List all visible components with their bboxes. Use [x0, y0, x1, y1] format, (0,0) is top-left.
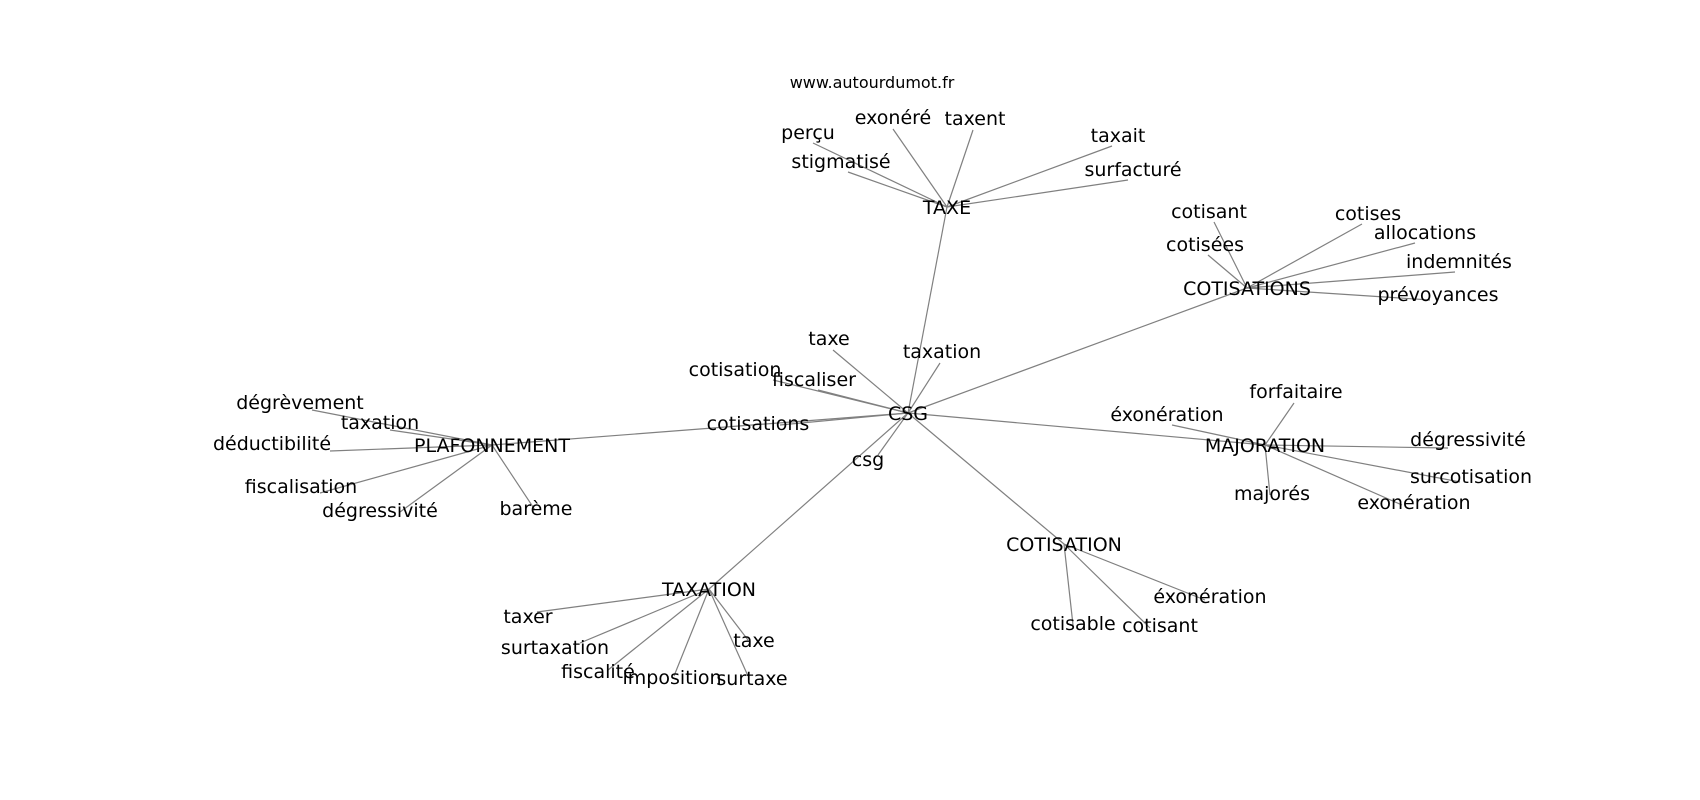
edge-majoration-majores	[1264, 444, 1271, 496]
edge-center-majoration	[907, 412, 1266, 446]
edge-taxe-percu	[812, 142, 948, 208]
edge-taxation-surtaxe	[708, 588, 749, 677]
edge-taxe-taxait	[946, 145, 1113, 208]
edge-center-plafonnement	[491, 412, 909, 446]
word-exoneration[interactable]: éxonération	[1110, 404, 1223, 426]
edge-cotisations-cotises	[1246, 223, 1363, 289]
edge-center-taxe	[832, 349, 909, 414]
edge-taxe-surfacture	[946, 179, 1129, 208]
word-surcotisation[interactable]: surcotisation	[1410, 466, 1532, 488]
edge-cotisations-prevoyances	[1246, 287, 1431, 301]
word-cotisant[interactable]: cotisant	[1171, 201, 1247, 223]
word-taxation[interactable]: taxation	[903, 341, 981, 363]
word-exonere[interactable]: exonéré	[855, 107, 931, 129]
word-cotisant[interactable]: cotisant	[1122, 615, 1198, 637]
word-allocations[interactable]: allocations	[1374, 222, 1476, 244]
word-stigmatise[interactable]: stigmatisé	[791, 151, 890, 173]
edge-majoration-forfaitaire	[1264, 402, 1295, 446]
edge-majoration-degressivite	[1264, 444, 1449, 449]
word-exoneration[interactable]: éxonération	[1153, 586, 1266, 608]
hub-taxation[interactable]: TAXATION	[661, 579, 756, 601]
edge-cotisations-allocations	[1246, 242, 1416, 289]
graph-labels: www.autourdumot.fr taxe taxation cotisatio…	[213, 73, 1532, 690]
word-bareme[interactable]: barème	[500, 498, 573, 520]
edge-taxation-surtaxation	[579, 588, 710, 644]
edge-center-taxation	[907, 362, 941, 414]
word-degrevement[interactable]: dégrèvement	[236, 392, 364, 414]
edge-center-csg	[877, 412, 909, 456]
word-degressivite[interactable]: dégressivité	[1410, 429, 1526, 451]
word-taxe[interactable]: taxe	[808, 328, 849, 350]
word-surtaxation[interactable]: surtaxation	[501, 637, 609, 659]
word-percu[interactable]: perçu	[781, 122, 835, 144]
edge-taxe-exonere	[892, 128, 948, 208]
edge-taxation-imposition	[673, 588, 710, 677]
word-surtaxe[interactable]: surtaxe	[716, 668, 787, 690]
word-taxent[interactable]: taxent	[945, 108, 1006, 130]
edge-majoration-surcotisation	[1264, 444, 1461, 483]
center-word[interactable]: CSG	[888, 403, 928, 425]
edge-center-taxation	[708, 412, 909, 590]
edge-cotisations-indemnites	[1246, 271, 1456, 289]
word-fiscalisation[interactable]: fiscalisation	[245, 476, 357, 498]
word-cotisation[interactable]: cotisation	[689, 359, 782, 381]
word-degressivite[interactable]: dégressivité	[322, 500, 438, 522]
edge-taxe-stigmatise	[847, 171, 948, 208]
edge-cotisations-cotisant	[1213, 221, 1248, 289]
word-taxe[interactable]: taxe	[733, 630, 774, 652]
word-exoneration[interactable]: exonération	[1357, 492, 1470, 514]
word-indemnites[interactable]: indemnités	[1406, 251, 1512, 273]
edge-plafonnement-bareme	[491, 444, 536, 511]
graph-edges	[311, 128, 1461, 677]
word-cotisations[interactable]: cotisations	[707, 413, 810, 435]
hub-plafonnement[interactable]: PLAFONNEMENT	[414, 435, 570, 457]
word-cotisees[interactable]: cotisées	[1166, 234, 1244, 256]
word-taxation[interactable]: taxation	[341, 412, 419, 434]
edge-center-fiscaliser	[817, 389, 909, 414]
hub-majoration[interactable]: MAJORATION	[1205, 435, 1325, 457]
edge-taxation-taxe	[708, 588, 749, 641]
edge-cotisation-exoneration	[1063, 543, 1206, 601]
edge-taxation-fiscalite	[607, 588, 710, 671]
hub-taxe[interactable]: TAXE	[922, 197, 971, 219]
word-taxer[interactable]: taxer	[503, 606, 552, 628]
word-prevoyances[interactable]: prévoyances	[1378, 284, 1499, 306]
edge-plafonnement-taxation	[389, 429, 493, 446]
edge-plafonnement-degressivite	[399, 444, 493, 513]
edge-cotisation-cotisable	[1063, 543, 1074, 626]
edge-plafonnement-degrevement	[311, 409, 493, 446]
word-surfacture[interactable]: surfacturé	[1084, 159, 1181, 181]
hub-cotisations[interactable]: COTISATIONS	[1183, 278, 1311, 300]
edge-center-cotisation	[907, 412, 1065, 545]
word-imposition[interactable]: imposition	[622, 667, 721, 689]
edge-majoration-exoneration	[1171, 424, 1266, 446]
edge-taxation-taxer	[536, 588, 710, 613]
word-forfaitaire[interactable]: forfaitaire	[1249, 381, 1342, 403]
word-deductibilite[interactable]: déductibilité	[213, 433, 331, 455]
hub-cotisation[interactable]: COTISATION	[1006, 534, 1122, 556]
edge-plafonnement-deductibilite	[329, 444, 493, 452]
edge-center-cotisations	[907, 287, 1248, 414]
edge-taxe-taxent	[946, 129, 974, 208]
source-url: www.autourdumot.fr	[790, 73, 955, 92]
word-taxait[interactable]: taxait	[1091, 125, 1146, 147]
word-csg[interactable]: csg	[852, 449, 884, 471]
edge-majoration-exoneration	[1264, 444, 1403, 506]
word-fiscalite[interactable]: fiscalité	[561, 661, 635, 683]
edge-center-taxe	[907, 206, 948, 414]
word-majores[interactable]: majorés	[1234, 483, 1310, 505]
edge-cotisations-cotisees	[1207, 254, 1248, 289]
word-cotises[interactable]: cotises	[1335, 203, 1401, 225]
word-cotisable[interactable]: cotisable	[1030, 613, 1115, 635]
edge-cotisation-cotisant	[1063, 543, 1151, 629]
edge-plafonnement-fiscalisation	[319, 444, 493, 494]
word-fiscaliser[interactable]: fiscaliser	[772, 369, 856, 391]
